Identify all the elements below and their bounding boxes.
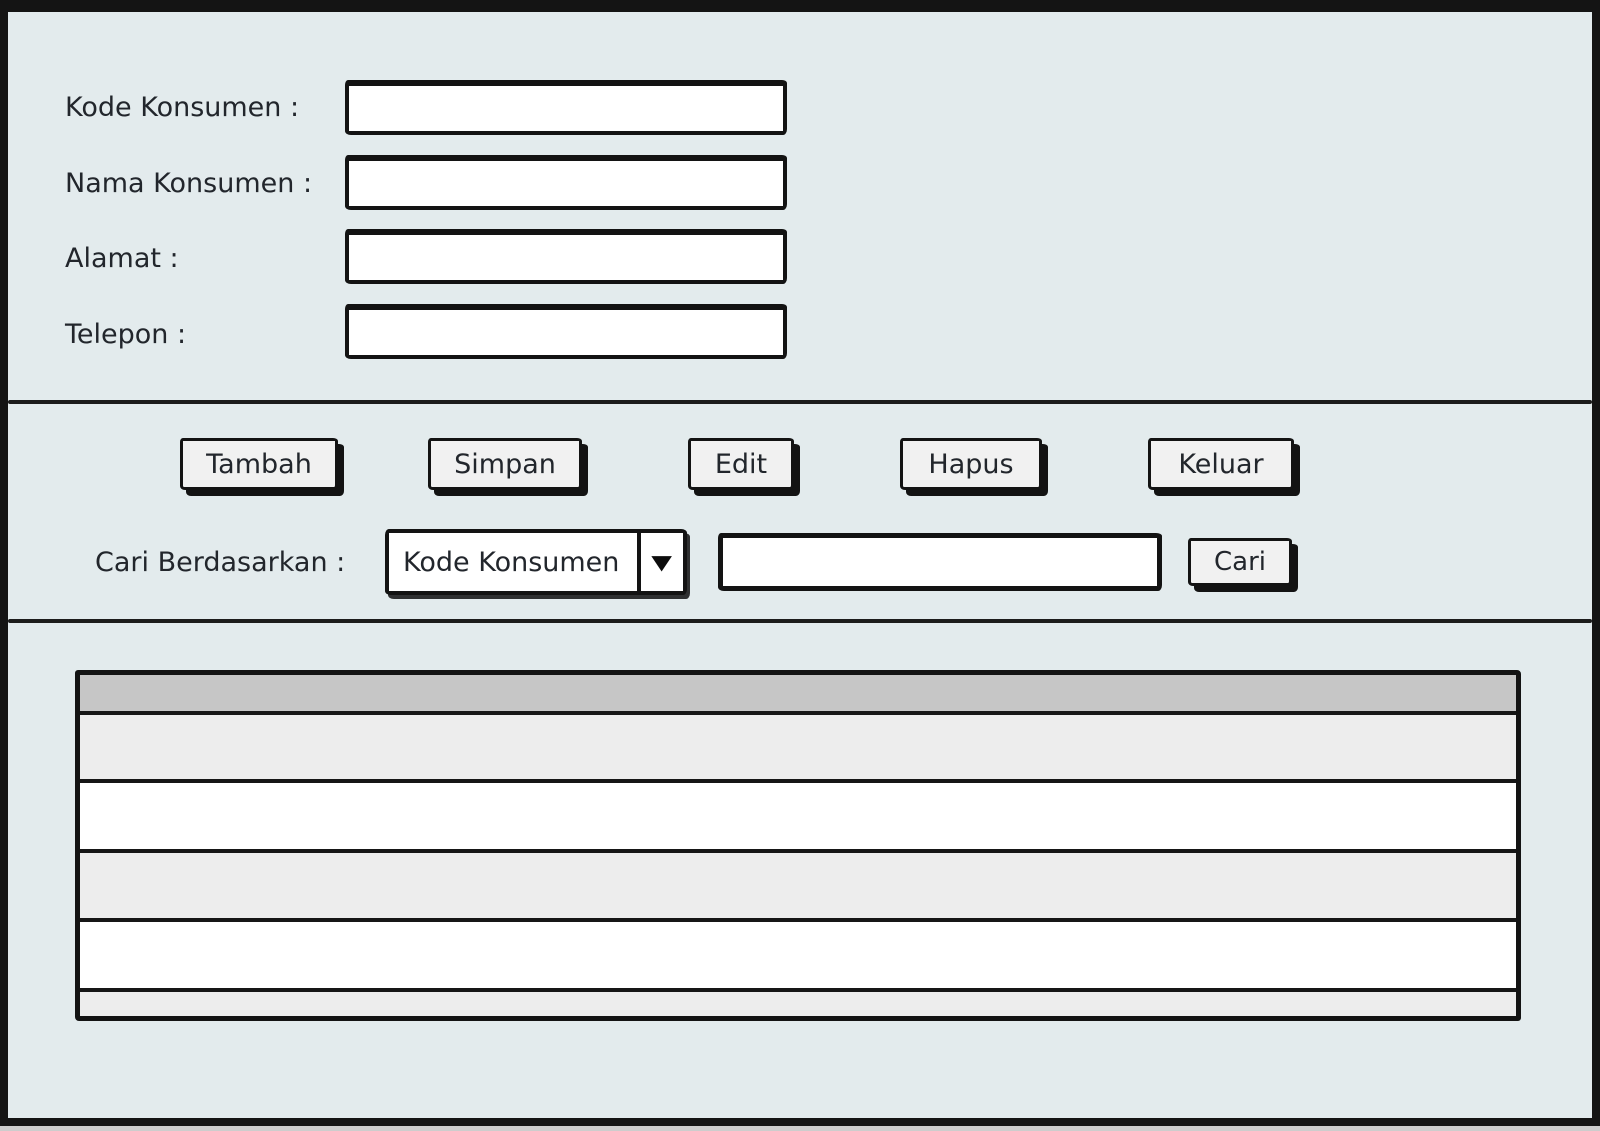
cari-berdasarkan-label: Cari Berdasarkan : bbox=[95, 547, 346, 578]
dropdown-selected-value: Kode Konsumen bbox=[403, 546, 620, 578]
kode-konsumen-label: Kode Konsumen : bbox=[65, 92, 300, 123]
nama-konsumen-label: Nama Konsumen : bbox=[65, 168, 313, 199]
telepon-label: Telepon : bbox=[65, 319, 187, 350]
data-table bbox=[75, 670, 1521, 1021]
window-frame: Kode Konsumen : Nama Konsumen : Alamat :… bbox=[8, 12, 1592, 1118]
kode-konsumen-input[interactable] bbox=[345, 80, 787, 135]
search-input[interactable] bbox=[718, 533, 1162, 591]
separator bbox=[8, 619, 1592, 623]
simpan-button[interactable]: Simpan bbox=[428, 438, 582, 490]
table-row[interactable] bbox=[80, 779, 1516, 849]
nama-konsumen-input[interactable] bbox=[345, 155, 787, 210]
hapus-button[interactable]: Hapus bbox=[900, 438, 1042, 490]
keluar-button[interactable]: Keluar bbox=[1148, 438, 1294, 490]
search-field-dropdown[interactable]: Kode Konsumen ▼ bbox=[385, 529, 687, 595]
tambah-button[interactable]: Tambah bbox=[180, 438, 338, 490]
table-row[interactable] bbox=[80, 711, 1516, 779]
cari-button[interactable]: Cari bbox=[1188, 538, 1292, 586]
dropdown-arrow-button[interactable]: ▼ bbox=[637, 533, 683, 591]
table-row[interactable] bbox=[80, 849, 1516, 918]
table-row[interactable] bbox=[80, 988, 1516, 1016]
table-row[interactable] bbox=[80, 918, 1516, 988]
screenshot-bottom-edge bbox=[0, 1126, 1600, 1131]
telepon-input[interactable] bbox=[345, 304, 787, 359]
alamat-input[interactable] bbox=[345, 229, 787, 284]
edit-button[interactable]: Edit bbox=[688, 438, 794, 490]
alamat-label: Alamat : bbox=[65, 243, 179, 274]
separator bbox=[8, 400, 1592, 404]
chevron-down-icon: ▼ bbox=[651, 550, 673, 574]
table-header-row bbox=[80, 675, 1516, 711]
